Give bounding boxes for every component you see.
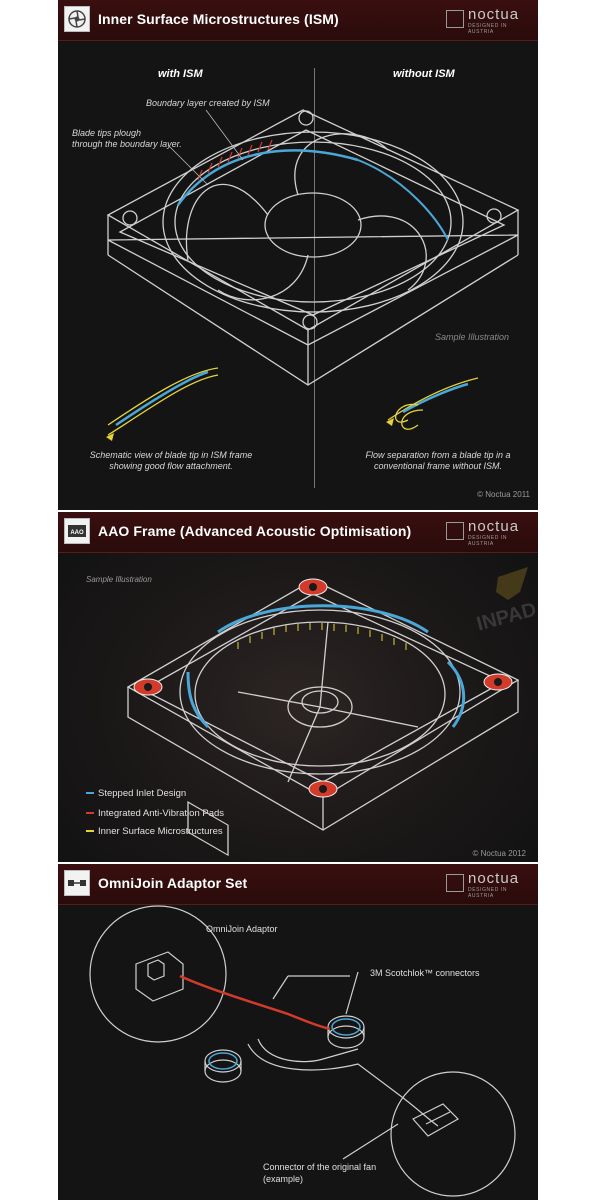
fan-thumbnail-icon (64, 6, 90, 32)
aao-panel: AAO AAO Frame (Advanced Acoustic Optimis… (58, 512, 538, 862)
caption-right-2: conventional frame without ISM. (373, 461, 503, 471)
noctua-owl-icon (446, 874, 464, 892)
label-scotchlok: 3M Scotchlok™ connectors (370, 968, 480, 978)
annotation-blade-2: through the boundary layer. (72, 139, 182, 149)
legend-item-ism: Inner Surface Microstructures (86, 826, 223, 837)
inpad-watermark: INPAD (474, 567, 538, 636)
label-omnijoin-adaptor: OmniJoin Adaptor (206, 924, 278, 934)
legend-item-stepped-inlet: Stepped Inlet Design (86, 788, 186, 799)
panel-title: AAO Frame (Advanced Acoustic Optimisatio… (98, 523, 412, 539)
svg-text:INPAD: INPAD (474, 599, 538, 636)
svg-text:AAO: AAO (70, 530, 84, 536)
ism-fan-illustration (106, 109, 520, 441)
legend-swatch (86, 792, 94, 795)
without-ism-label: without ISM (393, 68, 455, 80)
legend-swatch (86, 812, 94, 815)
sample-illustration-label: Sample Illustration (86, 575, 152, 584)
label-original-connector-1: Connector of the original fan (263, 1162, 377, 1172)
ism-header: Inner Surface Microstructures (ISM) noct… (58, 0, 538, 41)
aao-frame-illustration: INPAD (126, 567, 538, 857)
noctua-logo: noctua DESIGNED IN AUSTRIA (444, 6, 530, 35)
noctua-logo: noctua DESIGNED IN AUSTRIA (444, 870, 530, 899)
panel-title: Inner Surface Microstructures (ISM) (98, 11, 339, 27)
copyright: © Noctua 2012 (472, 849, 526, 858)
legend-item-anti-vibration: Integrated Anti-Vibration Pads (86, 808, 224, 819)
annotation-blade-1: Blade tips plough (72, 128, 142, 138)
flow-separation-diagram (386, 377, 479, 430)
caption-left-2: showing good flow attachment. (109, 461, 233, 471)
aao-badge-icon: AAO (64, 518, 90, 544)
noctua-owl-icon (446, 522, 464, 540)
comparison-divider (314, 68, 315, 488)
cable-adaptor-icon (64, 870, 90, 896)
noctua-owl-icon (446, 10, 464, 28)
sample-illustration-label: Sample Illustration (435, 332, 510, 342)
omnijoin-panel: OmniJoin Adaptor Set noctua DESIGNED IN … (58, 864, 538, 1200)
flow-attachment-diagram (106, 367, 219, 441)
copyright: © Noctua 2011 (477, 490, 530, 499)
caption-left-1: Schematic view of blade tip in ISM frame (89, 450, 253, 460)
caption-right-1: Flow separation from a blade tip in a (365, 450, 511, 460)
omnijoin-header: OmniJoin Adaptor Set noctua DESIGNED IN … (58, 864, 538, 905)
label-original-connector-2: (example) (263, 1174, 304, 1184)
omnijoin-diagram (89, 905, 516, 1197)
aao-header: AAO AAO Frame (Advanced Acoustic Optimis… (58, 512, 538, 553)
ism-panel: Inner Surface Microstructures (ISM) noct… (58, 0, 538, 510)
panel-title: OmniJoin Adaptor Set (98, 875, 248, 891)
legend-swatch (86, 830, 94, 833)
noctua-logo: noctua DESIGNED IN AUSTRIA (444, 518, 530, 547)
annotation-boundary: Boundary layer created by ISM (146, 98, 270, 108)
with-ism-label: with ISM (158, 68, 203, 80)
